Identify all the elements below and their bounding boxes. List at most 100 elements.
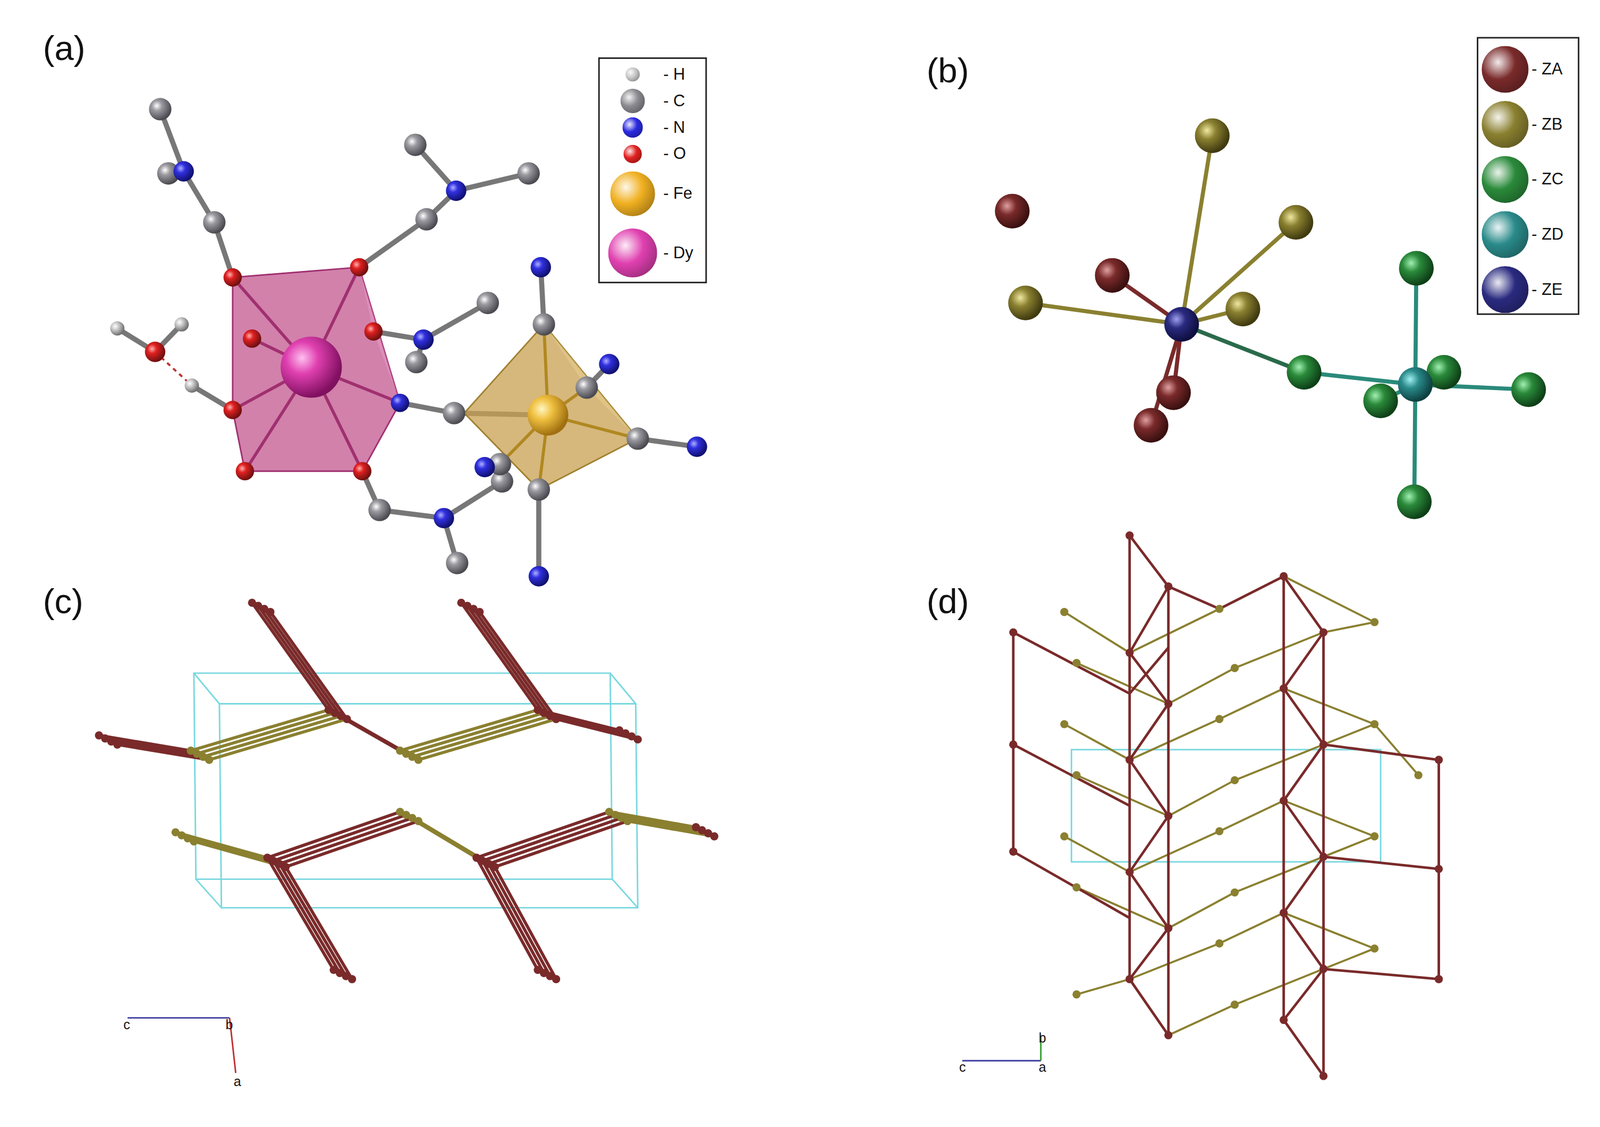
olive-node — [1215, 827, 1224, 836]
unit-cell — [193, 673, 220, 705]
atom — [415, 208, 438, 231]
brown-net — [1323, 856, 1439, 869]
olive-node — [1215, 604, 1224, 613]
olive-node — [1370, 944, 1379, 953]
olive-net — [1076, 912, 1375, 995]
olive-node — [1230, 776, 1239, 785]
olive-node — [1060, 604, 1423, 1009]
unit-cell — [612, 879, 638, 909]
atom — [626, 427, 649, 450]
olive-node — [1215, 715, 1224, 724]
brown-node — [1319, 1071, 1328, 1080]
olive-node — [1060, 720, 1069, 728]
legend-swatch — [1481, 45, 1529, 93]
legend-swatch — [1481, 210, 1529, 258]
olive-net — [1076, 622, 1375, 705]
brown-node — [1319, 964, 1328, 973]
brown-net — [1013, 535, 1439, 1077]
network-c — [95, 598, 701, 975]
brown-node — [1279, 1016, 1288, 1024]
atom — [364, 322, 384, 342]
site — [1363, 383, 1399, 419]
unit-cell — [196, 879, 222, 909]
atom — [433, 508, 454, 529]
olive-node — [1215, 939, 1224, 948]
axis-label: c — [959, 1060, 966, 1074]
olive-net — [1129, 948, 1375, 1036]
legend-text: - O — [663, 145, 687, 163]
site — [1195, 118, 1230, 154]
olive-net — [1064, 576, 1419, 1036]
net-layer — [285, 867, 353, 980]
legend-swatch — [610, 171, 655, 216]
net-layer — [113, 607, 719, 984]
atom — [442, 401, 465, 425]
olive-net — [1064, 576, 1375, 654]
atom — [173, 161, 194, 182]
site — [1397, 484, 1432, 520]
olive-node — [1230, 1000, 1239, 1009]
site — [1133, 408, 1168, 443]
brown-node — [1279, 684, 1288, 693]
atom — [223, 400, 243, 420]
brown-node — [1279, 908, 1288, 917]
olive-node — [1072, 771, 1081, 780]
panel-label: (a) — [43, 30, 86, 66]
topology-b — [994, 37, 1579, 520]
atom — [235, 462, 255, 481]
axis-label: c — [123, 1018, 130, 1032]
atom — [476, 291, 499, 315]
brown-node — [1164, 582, 1173, 591]
brown-node — [1009, 847, 1018, 856]
net-layer — [270, 612, 347, 720]
brown-node — [1434, 865, 1443, 874]
atom — [527, 394, 569, 436]
link — [1025, 135, 1529, 502]
olive-node — [1072, 883, 1081, 892]
atom — [109, 321, 125, 336]
brown-node — [1125, 975, 1134, 984]
olive-net — [1064, 688, 1419, 776]
legend-text: - C — [663, 92, 685, 110]
atom — [202, 210, 226, 234]
olive-node — [1072, 990, 1081, 999]
atom — [527, 478, 550, 501]
link — [1415, 268, 1417, 385]
legend-text: - ZB — [1531, 116, 1563, 133]
legend-swatch — [1481, 156, 1529, 203]
site — [1008, 285, 1043, 320]
atom — [242, 329, 262, 349]
axis-label: a — [233, 1074, 242, 1089]
unit-cell — [193, 673, 638, 908]
legend-swatch — [607, 228, 657, 278]
brown-node — [1164, 924, 1173, 933]
atom — [148, 97, 172, 121]
olive-node — [1060, 607, 1069, 616]
atom — [223, 268, 243, 287]
brown-node — [1125, 648, 1134, 657]
site — [994, 118, 1546, 520]
brown-node — [1009, 531, 1443, 1081]
brown-net — [1283, 576, 1324, 1077]
brown-net — [1129, 535, 1169, 1036]
brown-node — [1434, 975, 1443, 984]
axis-label: b — [225, 1018, 233, 1032]
brown-net — [1013, 851, 1130, 919]
axis — [127, 1017, 230, 1019]
atom — [404, 350, 428, 374]
olive-node — [1370, 618, 1379, 626]
net-layer — [479, 612, 557, 720]
brown-node — [1164, 811, 1173, 820]
brown-node — [1319, 852, 1328, 861]
panel-label: (c) — [43, 583, 84, 619]
atom — [184, 378, 200, 393]
axis-label: b — [1038, 1031, 1047, 1045]
legend-swatch — [623, 145, 642, 164]
atom — [280, 336, 342, 398]
brown-node — [1125, 867, 1134, 876]
olive-node — [1230, 888, 1239, 897]
legend-box — [598, 57, 707, 283]
atom — [350, 258, 369, 277]
legend-swatch — [625, 67, 640, 82]
